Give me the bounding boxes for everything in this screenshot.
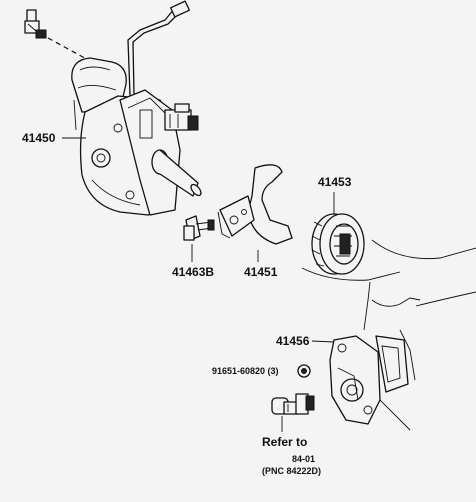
actuator-assembly [71,0,202,216]
label-41451: 41451 [244,265,278,279]
housing-cover [329,335,409,425]
hex-nut [297,364,311,378]
refer-pnc-text: (PNC 84222D) [262,466,321,476]
label-41456: 41456 [276,334,310,348]
sensor-switch [271,393,315,415]
label-41450: 41450 [22,131,56,145]
label-91651-60820: 91651-60820 (3) [212,366,279,376]
refer-to-text: Refer to [262,435,307,449]
label-41453: 41453 [318,175,352,189]
small-bolt [183,215,215,241]
leader-41456 [311,340,335,343]
shift-fork [217,164,293,245]
clutch-sleeve [311,213,365,275]
top-bolt [24,9,47,39]
refer-page-text: 84-01 [292,454,315,464]
transfer-case-outline [301,239,476,431]
label-41463B: 41463B [172,265,214,279]
